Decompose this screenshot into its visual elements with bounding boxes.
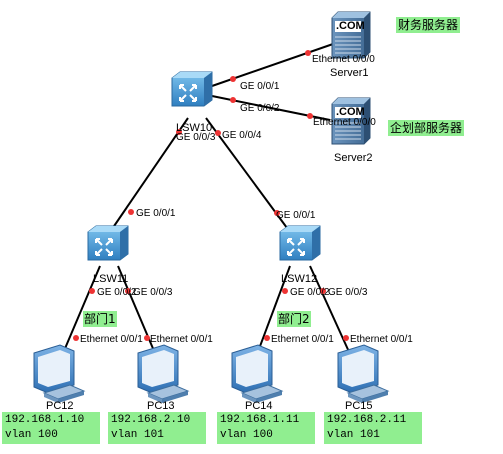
host-info-pc12: 192.168.1.10 vlan 100 [2,412,100,444]
port-label: GE 0/0/3 [328,287,368,298]
port-label: GE 0/0/2 [290,287,330,298]
device-name-lsw11: LSW11 [93,273,128,285]
port-dot [274,210,280,216]
ip-address: 192.168.2.11 [327,414,407,426]
ip-address: 192.168.1.11 [220,414,300,426]
device-name-pc14: PC14 [245,400,273,412]
port-label: GE 0/0/3 [133,287,173,298]
port-label: GE 0/0/1 [240,81,280,92]
dept2-label: 部门2 [277,311,311,327]
dept1-label: 部门1 [83,311,117,327]
switch-icon[interactable] [87,225,129,261]
port-dot [89,288,95,294]
port-label: Ethernet 0/0/0 [313,117,376,128]
link-lsw12-pc15 [309,265,356,366]
device-name-pc12: PC12 [46,400,74,412]
port-label: Ethernet 0/0/1 [150,334,213,345]
device-name-pc15: PC15 [345,400,373,412]
vlan-id: vlan 101 [111,429,164,441]
server-logo-text: .COM [336,20,365,32]
port-label: Ethernet 0/0/0 [312,54,375,65]
link-lsw10-lsw11 [109,117,189,233]
host-info-pc14: 192.168.1.11 vlan 100 [217,412,315,444]
planning-servers-label: 企划部服务器 [388,120,465,136]
port-dot [307,113,313,119]
port-label: GE 0/0/1 [276,210,316,221]
pc-icon[interactable] [137,344,189,404]
port-dot [282,288,288,294]
host-info-pc13: 192.168.2.10 vlan 101 [108,412,206,444]
port-dot [73,335,79,341]
port-label: GE 0/0/2 [97,287,137,298]
finance-servers-label: 财务服务器 [396,17,461,33]
device-name-lsw12: LSW12 [281,273,317,285]
server-logo-text: .COM [336,106,365,118]
switch-icon[interactable] [279,225,321,261]
port-label: GE 0/0/3 [176,132,216,143]
port-dot [230,97,236,103]
server-icon[interactable] [331,11,371,59]
device-name-pc13: PC13 [147,400,175,412]
port-dot [230,76,236,82]
port-label: Ethernet 0/0/1 [350,334,413,345]
port-dot [343,335,349,341]
ip-address: 192.168.1.10 [5,414,85,426]
device-name-server1: Server1 [330,67,369,79]
port-label: Ethernet 0/0/1 [80,334,143,345]
port-dot [264,335,270,341]
port-dot [305,50,311,56]
host-info-pc15: 192.168.2.11 vlan 101 [324,412,422,444]
port-dot [215,130,221,136]
vlan-id: vlan 101 [327,429,380,441]
port-dot [128,209,134,215]
vlan-id: vlan 100 [5,429,58,441]
device-name-lsw10: LSW10 [176,122,212,134]
port-dot [125,288,131,294]
port-dots [73,50,349,341]
pc-icon[interactable] [33,344,85,404]
port-dot [144,335,150,341]
port-label: GE 0/0/1 [136,208,176,219]
vlan-id: vlan 100 [220,429,273,441]
port-label: GE 0/0/4 [222,130,262,141]
pc-icon[interactable] [231,344,283,404]
ip-address: 192.168.2.10 [111,414,191,426]
device-name-server2: Server2 [334,152,373,164]
port-label: Ethernet 0/0/1 [271,334,334,345]
port-dot [176,129,182,135]
pc-icon[interactable] [337,344,389,404]
port-dot [320,288,326,294]
switch-icon[interactable] [171,71,213,107]
port-label: GE 0/0/2 [240,103,280,114]
